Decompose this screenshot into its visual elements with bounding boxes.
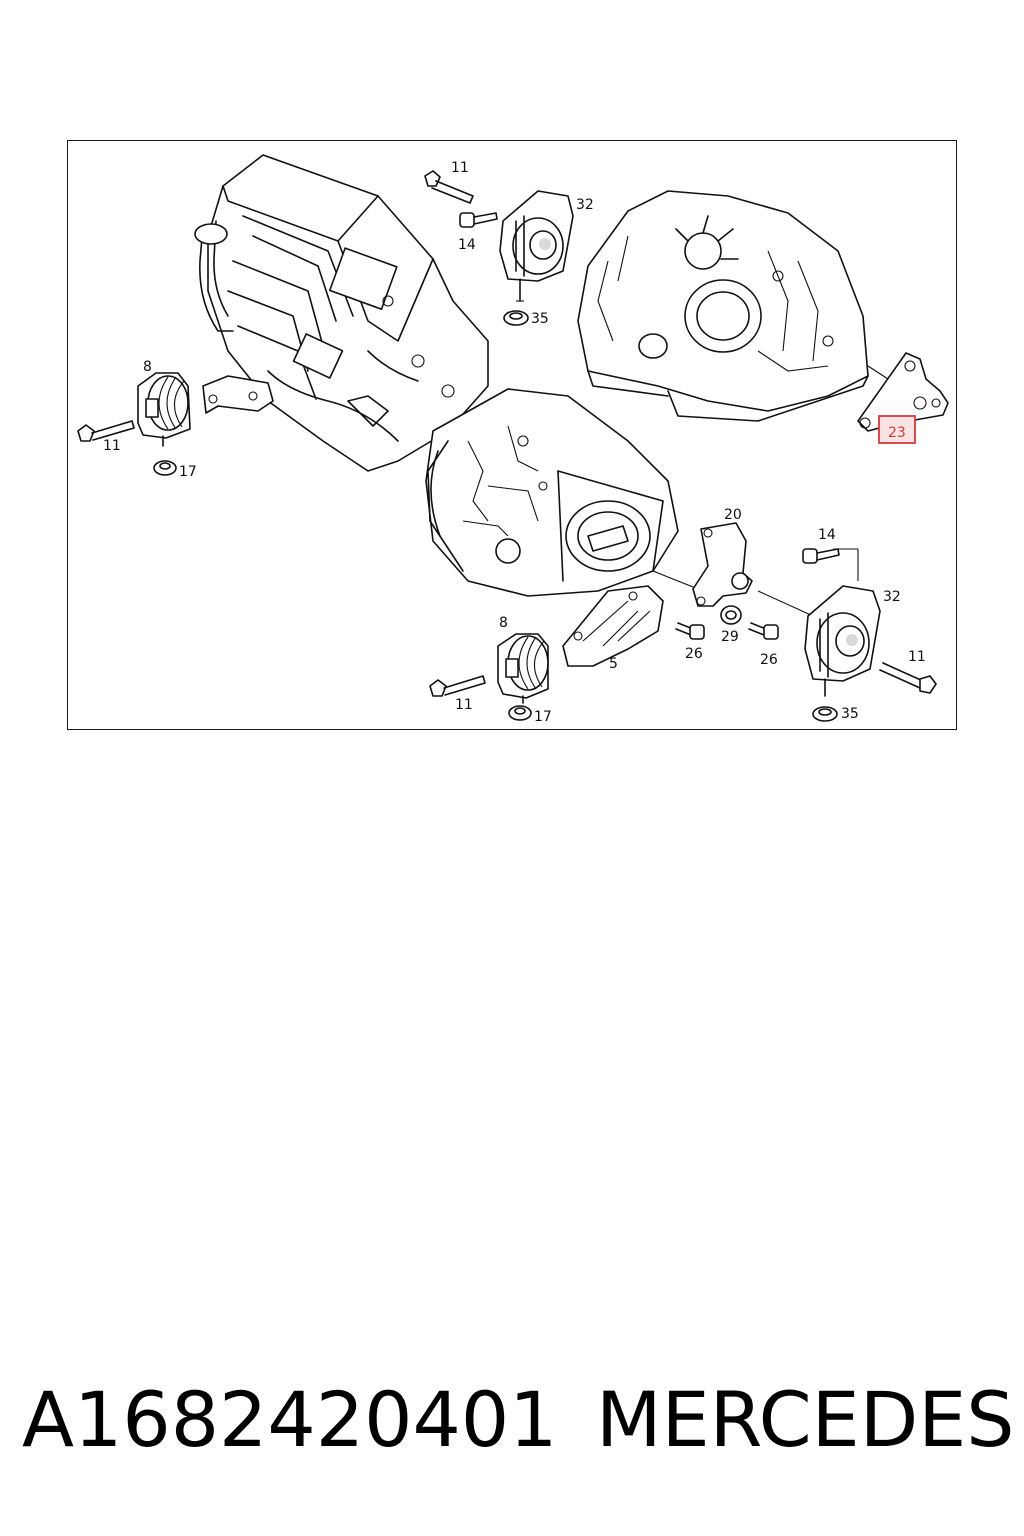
product-caption: A1682420401 MERCEDES (22, 1372, 1015, 1472)
callout-32: 32 (883, 589, 901, 605)
callout-35: 35 (841, 706, 859, 722)
rear-transmission-drawing (577, 190, 869, 422)
engine-block-drawing (194, 154, 489, 472)
callout-11: 11 (451, 160, 469, 176)
washer-29 (720, 605, 742, 625)
bracket-5 (562, 585, 664, 667)
nut-17-lower (508, 705, 532, 721)
callout-14: 14 (818, 527, 836, 543)
callout-23-highlighted: 23 (888, 425, 906, 441)
bolt-11-left (77, 420, 135, 442)
parts-diagram-frame: 11 14 32 35 8 11 17 23 20 14 32 8 5 26 2… (67, 140, 957, 730)
callout-26: 26 (760, 652, 778, 668)
bracket-left (202, 375, 274, 414)
bolt-11-lower-right (879, 662, 937, 694)
exploded-parts-diagram: 11 14 32 35 8 11 17 23 20 14 32 8 5 26 2… (77, 154, 949, 725)
part-number: A1682420401 (22, 1375, 558, 1464)
bolt-26-right (748, 622, 779, 640)
callout-17: 17 (534, 709, 552, 725)
nut-17-left (153, 460, 177, 476)
bolt-26-left (675, 622, 705, 640)
nut-35-lower (812, 706, 838, 722)
callout-26: 26 (685, 646, 703, 662)
front-transmission-drawing (425, 388, 679, 597)
engine-mount-32-lower (804, 585, 881, 697)
bracket-20 (692, 522, 753, 607)
nut-35-upper (503, 310, 529, 326)
bolt-11-lower-left (429, 675, 486, 697)
callout-11: 11 (908, 649, 926, 665)
bolt-14-lower (802, 548, 840, 564)
brand-name: MERCEDES (596, 1375, 1015, 1464)
callout-labels: 11 14 32 35 8 11 17 23 20 14 32 8 5 26 2… (103, 160, 926, 725)
callout-11: 11 (455, 697, 473, 713)
callout-17: 17 (179, 464, 197, 480)
callout-20: 20 (724, 507, 742, 523)
callout-35: 35 (531, 311, 549, 327)
callout-29: 29 (721, 629, 739, 645)
rubber-mount-8-lower (497, 633, 549, 704)
callout-8: 8 (499, 615, 508, 631)
engine-mount-32-upper (499, 190, 574, 302)
highlight-box-23 (878, 415, 916, 444)
bolt-14-upper (459, 212, 498, 228)
callout-11: 11 (103, 438, 121, 454)
callout-5: 5 (609, 656, 618, 672)
rubber-mount-8-left (137, 372, 191, 447)
bolt-11-upper (424, 170, 474, 204)
callout-32: 32 (576, 197, 594, 213)
callout-14: 14 (458, 237, 476, 253)
callout-8: 8 (143, 359, 152, 375)
